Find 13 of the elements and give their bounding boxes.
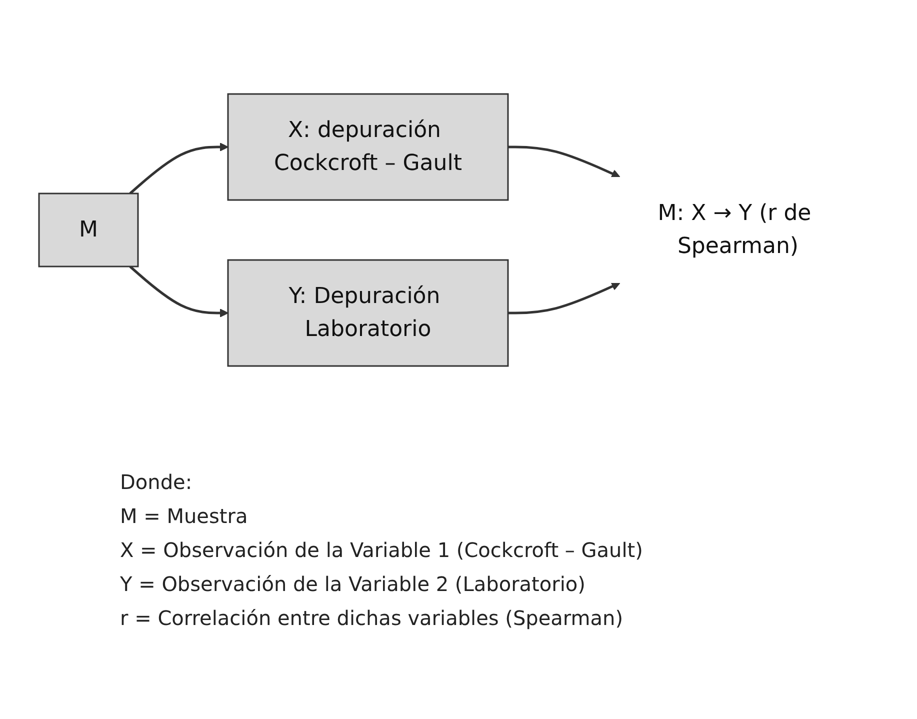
legend-note: Donde: <box>120 470 194 494</box>
arrow <box>508 146 620 178</box>
legend-note: M = Muestra <box>120 504 249 528</box>
legend-note: r = Correlación entre dichas variables (Spearman) <box>120 606 624 630</box>
node-box: Y: Depuración Laboratorio <box>227 259 509 367</box>
legend-note: Y = Observación de la Variable 2 (Laboratorio) <box>120 572 586 596</box>
arrow <box>129 142 228 194</box>
legend-note: X = Observación de la Variable 1 (Cockcroft – Gault) <box>120 538 643 562</box>
arrow <box>129 266 228 318</box>
arrow <box>508 282 620 314</box>
node-box: M <box>38 192 139 268</box>
node-text: M: X → Y (r de Spearman) <box>658 201 812 259</box>
node-box: X: depuración Cockcroft – Gault <box>227 93 509 201</box>
